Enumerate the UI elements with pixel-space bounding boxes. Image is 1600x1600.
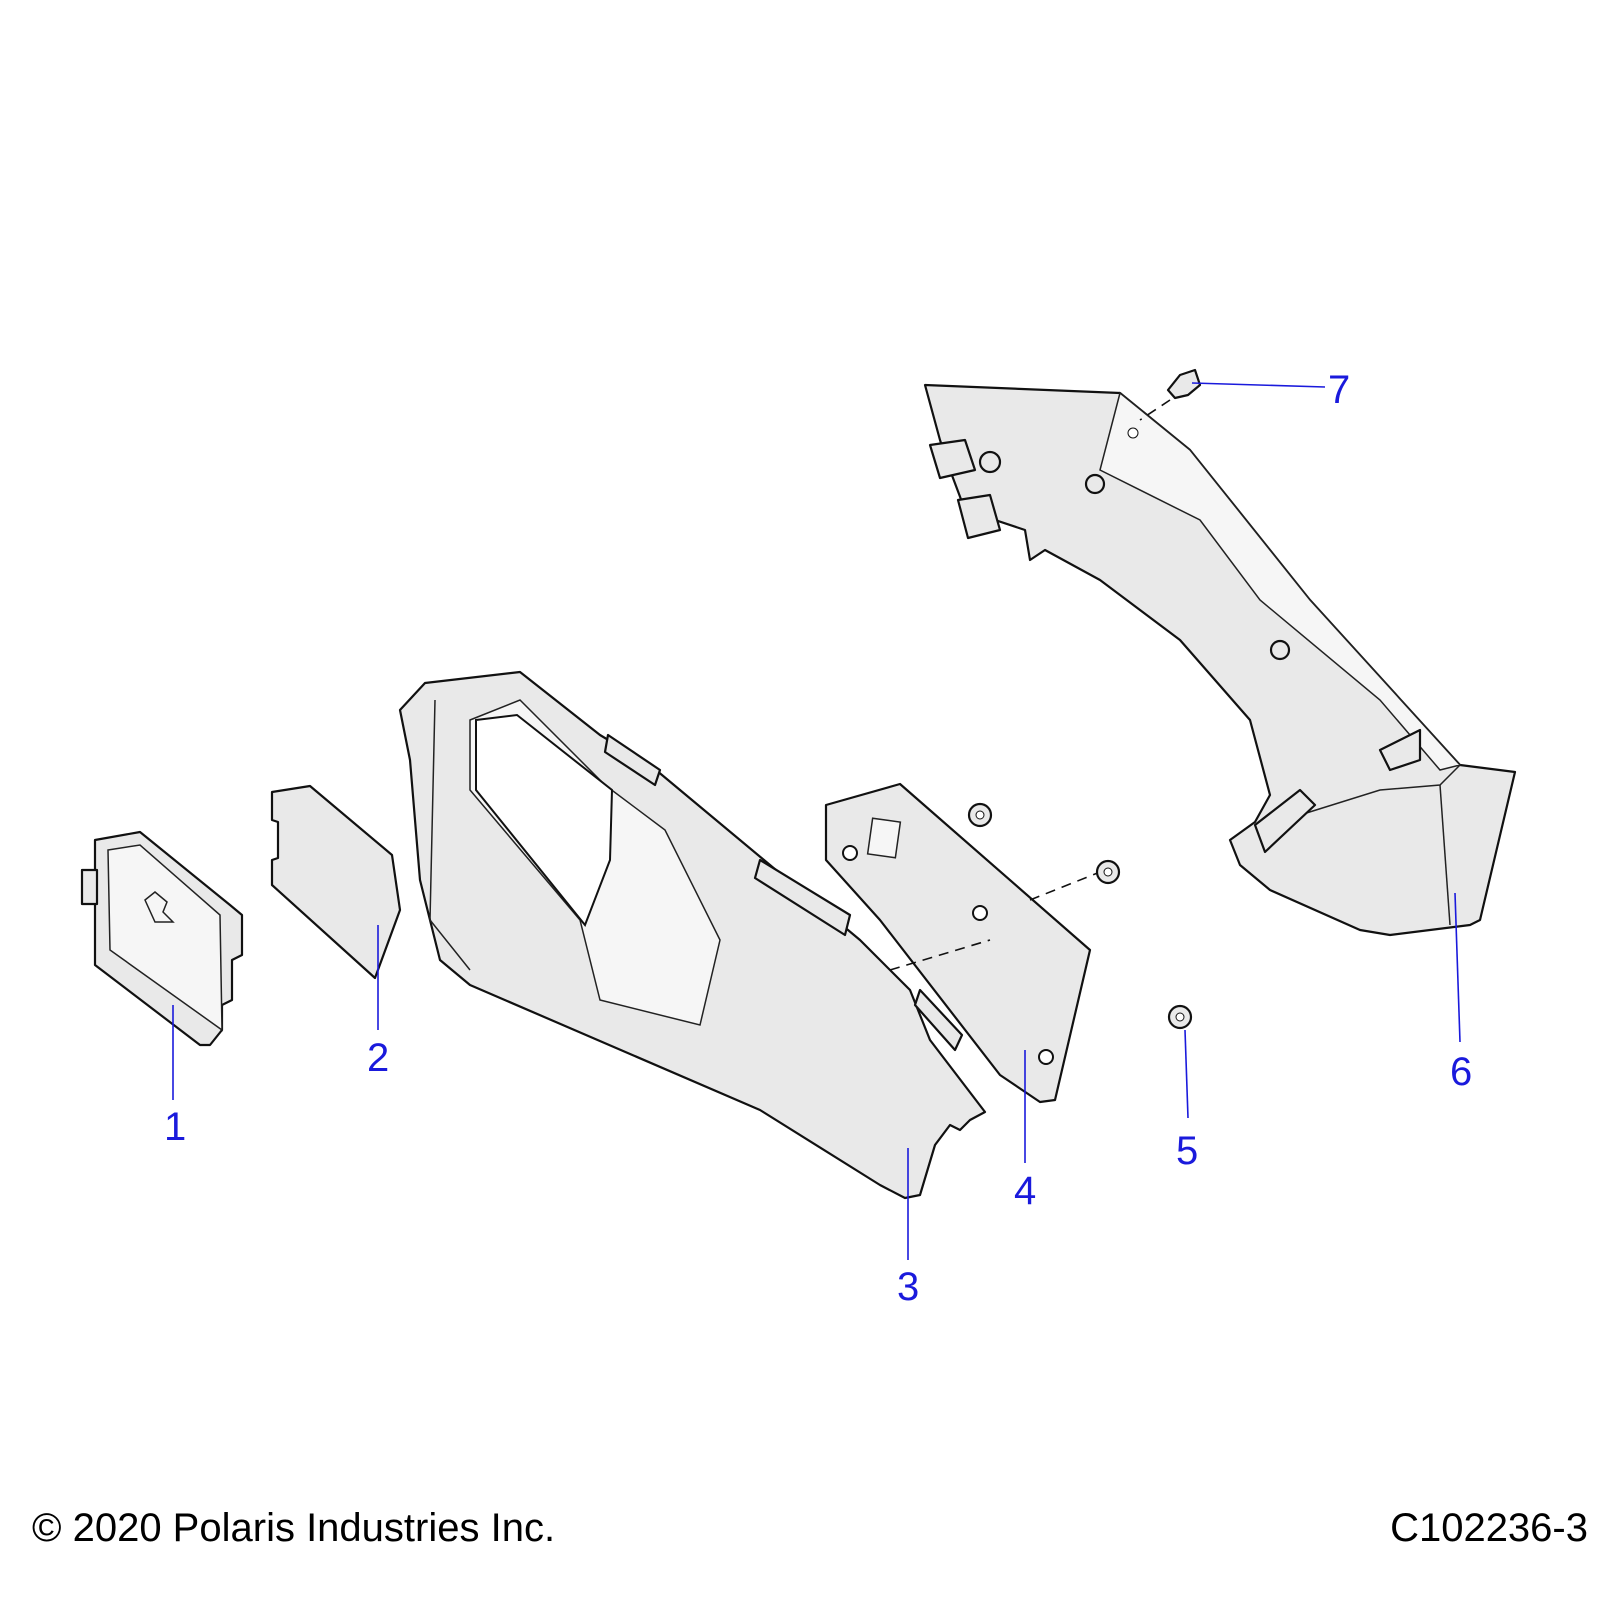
callout-label: 7 (1328, 368, 1350, 412)
part-2-panel (270, 784, 402, 980)
callout-4: 4 (1014, 1050, 1036, 1213)
callout-2: 2 (367, 925, 389, 1080)
callout-label: 5 (1176, 1129, 1198, 1173)
callout-label: 1 (164, 1105, 186, 1149)
callout-label: 4 (1014, 1169, 1036, 1213)
part-4-plate (824, 782, 1101, 1104)
callout-3: 3 (897, 1148, 919, 1309)
part-6-side-panel (923, 383, 1517, 937)
callout-label: 3 (897, 1265, 919, 1309)
copyright-text: © 2020 Polaris Industries Inc. (32, 1506, 556, 1550)
figure-id: C102236-3 (1390, 1506, 1588, 1550)
callout-6: 6 (1450, 892, 1472, 1094)
callout-1: 1 (164, 1005, 186, 1149)
callout-label: 6 (1450, 1050, 1472, 1094)
callout-label: 2 (367, 1036, 389, 1080)
callout-5: 5 (1176, 1029, 1198, 1173)
part-3-dash-panel (398, 670, 987, 1200)
part-7-fastener (1139, 368, 1202, 421)
part-1-cover (80, 830, 244, 1047)
callout-7: 7 (1191, 368, 1350, 412)
part-5-nuts (967, 802, 1193, 1030)
